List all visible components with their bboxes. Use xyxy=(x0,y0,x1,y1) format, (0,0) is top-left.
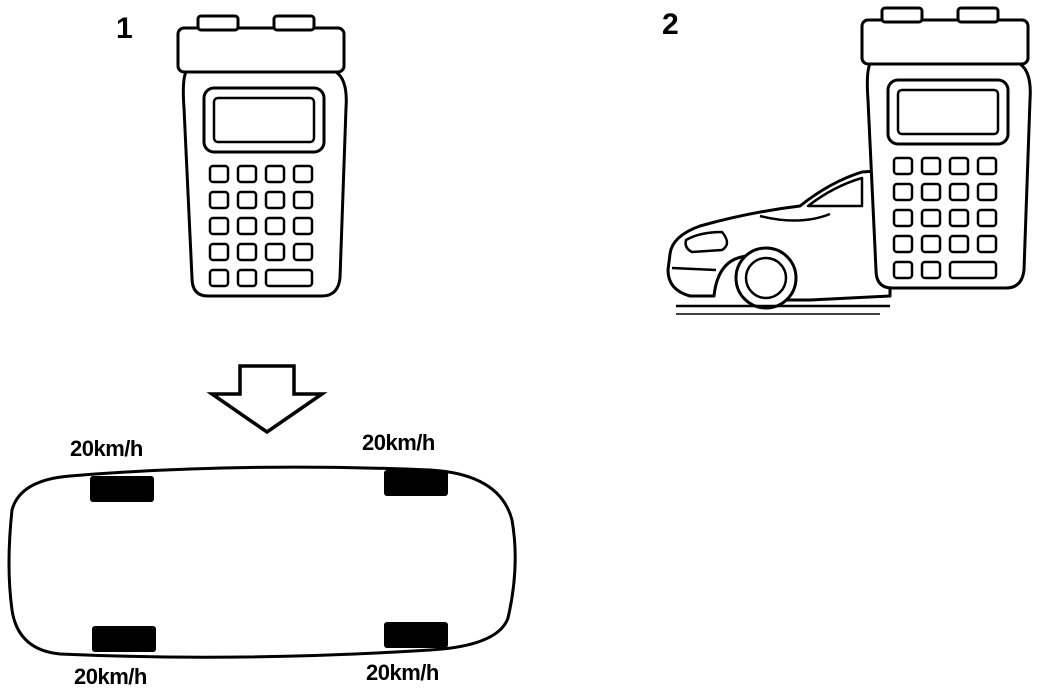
down-arrow-icon xyxy=(206,364,328,435)
diagnostic-tester-icon xyxy=(860,6,1032,290)
car-side-view-icon xyxy=(666,168,892,315)
step-1-label: 1 xyxy=(116,12,133,45)
wheel-rear-right xyxy=(384,622,448,648)
speed-front-left: 20km/h xyxy=(70,436,143,461)
wheel-rear-left xyxy=(92,626,156,652)
wheel-front-left xyxy=(90,476,154,502)
car-top-view-icon xyxy=(7,465,517,659)
step-2-label: 2 xyxy=(662,8,679,41)
speed-front-right: 20km/h xyxy=(362,430,435,455)
wheel-front-right xyxy=(384,470,448,496)
speed-rear-right: 20km/h xyxy=(366,660,439,685)
speed-rear-left: 20km/h xyxy=(74,664,147,689)
diagnostic-tester-icon xyxy=(176,14,348,298)
